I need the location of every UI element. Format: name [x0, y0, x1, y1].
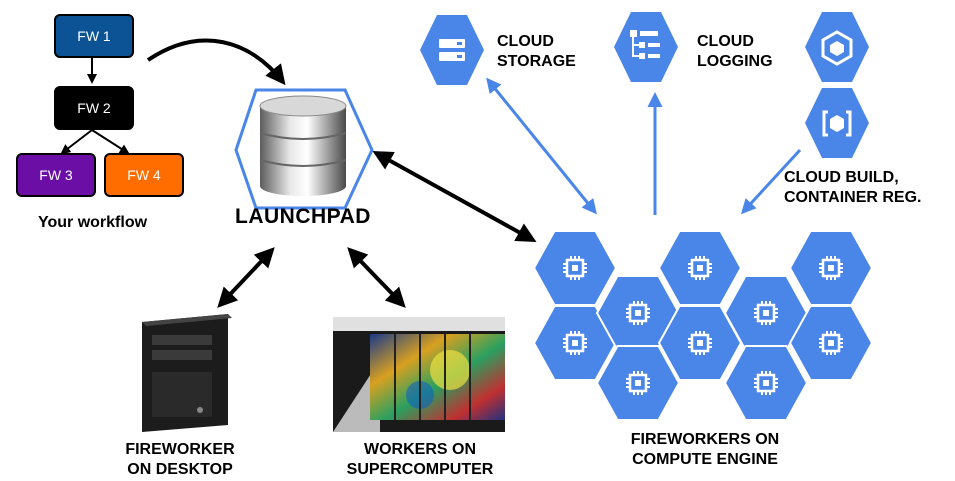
compute-instance-node[interactable]	[723, 345, 809, 421]
supercomputer-image	[333, 317, 505, 432]
container-registry-icon	[822, 110, 852, 137]
logging-icon	[630, 30, 660, 59]
cloud-build-label-line2: CONTAINER REG.	[784, 189, 922, 206]
cloud-logging-hexagon	[614, 12, 678, 82]
fw1-label: FW 1	[77, 28, 111, 44]
chip-icon	[688, 256, 712, 280]
compute-instance-node[interactable]	[657, 230, 743, 306]
chip-icon	[819, 256, 843, 280]
workflow-to-launchpad-arrow	[146, 38, 286, 86]
cloud-build-label-line1: CLOUD BUILD,	[784, 169, 899, 186]
chip-icon	[563, 256, 587, 280]
launchpad-compute-engine-arrow	[372, 151, 537, 242]
cloud-build-icon	[821, 30, 853, 66]
fw2-label: FW 2	[77, 100, 111, 116]
supercomputer-label-line1: WORKERS ON	[364, 441, 476, 458]
compute-instance-node[interactable]	[788, 230, 874, 306]
cloud-storage-label: CLOUD STORAGE	[497, 32, 576, 72]
cloud-logging-label-line2: LOGGING	[697, 53, 773, 70]
launchpad-label: LAUNCHPAD	[235, 205, 371, 228]
desktop-label: FIREWORKER ON DESKTOP	[115, 440, 245, 480]
compute-engine-label-line1: FIREWORKERS ON	[630, 431, 780, 448]
compute-instance-node[interactable]	[595, 275, 681, 351]
cloud-build-node[interactable]	[805, 12, 869, 82]
chip-icon	[754, 301, 778, 325]
chip-icon	[626, 301, 650, 325]
compute-instance-node[interactable]	[595, 345, 681, 421]
chip-icon	[819, 331, 843, 355]
compute-engine-label-line2: COMPUTE ENGINE	[632, 451, 778, 468]
desktop-label-line2: ON DESKTOP	[127, 461, 233, 478]
workflow-node-fw4[interactable]: FW 4	[104, 153, 184, 197]
launchpad-supercomputer-arrow	[347, 247, 406, 308]
cloud-storage-hexagon	[420, 15, 484, 85]
workflow-caption: Your workflow	[38, 214, 148, 231]
cloud-logging-label: CLOUD LOGGING	[697, 32, 773, 72]
desktop-computer-icon	[142, 314, 232, 432]
container-registry-node[interactable]	[805, 88, 869, 158]
desktop-label-line1: FIREWORKER	[125, 441, 235, 458]
chip-icon	[563, 331, 587, 355]
workflow-node-fw1[interactable]: FW 1	[54, 14, 134, 58]
supercomputer-label: WORKERS ON SUPERCOMPUTER	[340, 440, 500, 480]
chip-icon	[754, 371, 778, 395]
fw4-label: FW 4	[127, 167, 161, 183]
compute-instance-node[interactable]	[657, 305, 743, 381]
build-to-compute-arrow	[740, 148, 802, 215]
compute-to-storage-arrow	[486, 77, 597, 215]
compute-engine-cluster	[532, 230, 874, 421]
cloud-logging-node[interactable]	[614, 12, 678, 82]
launchpad-hexagon	[234, 88, 374, 210]
cloud-storage-label-line1: CLOUD	[497, 33, 554, 50]
cloud-storage-label-line2: STORAGE	[497, 53, 576, 70]
chip-icon	[688, 331, 712, 355]
edge-fw2-fw3	[60, 129, 93, 155]
cloud-logging-label-line1: CLOUD	[697, 33, 754, 50]
fw3-label: FW 3	[39, 167, 73, 183]
compute-engine-label: FIREWORKERS ON COMPUTE ENGINE	[605, 430, 805, 470]
workflow-node-fw2[interactable]: FW 2	[54, 86, 134, 130]
compute-instance-node[interactable]	[532, 305, 618, 381]
compute-instance-node[interactable]	[788, 305, 874, 381]
workflow-edges	[60, 58, 130, 155]
cloud-build-label: CLOUD BUILD, CONTAINER REG.	[784, 168, 921, 208]
compute-instance-node[interactable]	[532, 230, 618, 306]
cloud-storage-node[interactable]	[420, 15, 484, 85]
storage-icon	[439, 39, 465, 61]
chip-icon	[626, 371, 650, 395]
edge-fw2-fw4	[91, 129, 130, 155]
workflow-node-fw3[interactable]: FW 3	[16, 153, 96, 197]
launchpad-node[interactable]	[234, 88, 374, 210]
database-icon	[259, 95, 347, 196]
launchpad-desktop-arrow	[217, 247, 275, 308]
supercomputer-label-line2: SUPERCOMPUTER	[346, 461, 494, 478]
